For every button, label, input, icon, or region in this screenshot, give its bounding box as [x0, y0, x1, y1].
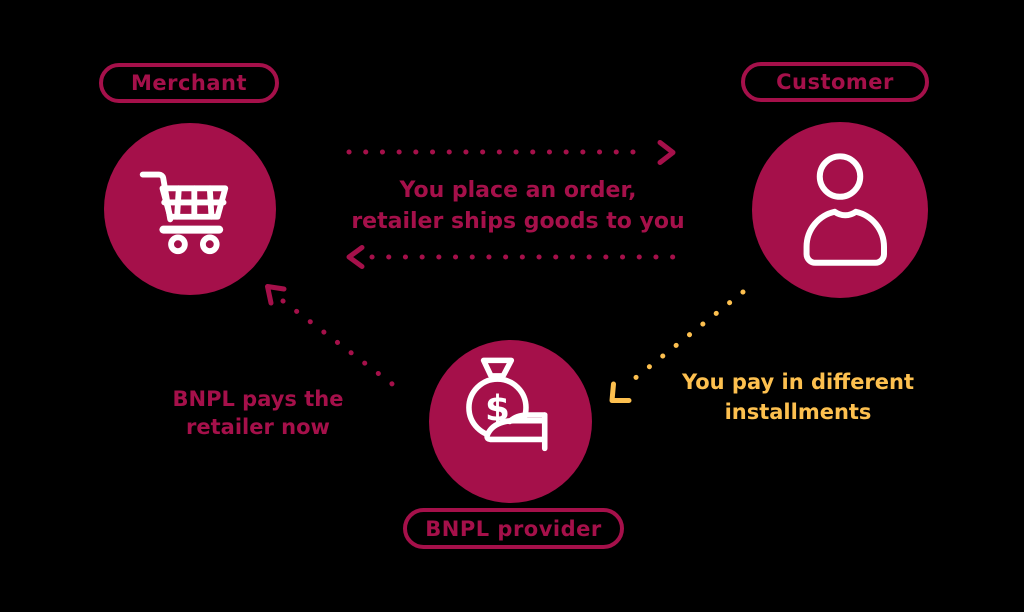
dollar-sign: $ — [485, 389, 510, 430]
bnpl-pays-flow-label: BNPL pays the retailer now — [172, 387, 344, 439]
cart-basket — [159, 185, 229, 220]
customer-label: Customer — [776, 70, 894, 94]
arrow-right-icon — [657, 140, 676, 165]
arrow-up-left-icon — [265, 284, 287, 306]
merchant-label-pill: Merchant — [99, 63, 279, 103]
money-bag-hand-icon: $ — [466, 357, 548, 452]
bnpl-provider-node: $ — [429, 340, 592, 503]
merchant-node — [104, 123, 276, 295]
order-flow-label: You place an order, retailer ships goods… — [351, 178, 685, 234]
customer-node — [752, 122, 928, 298]
cart-wheel — [199, 234, 220, 255]
installments-dotted-line — [626, 289, 746, 386]
arrow-left-icon — [346, 245, 365, 269]
merchant-label: Merchant — [130, 71, 248, 95]
arrow-down-left-icon — [609, 381, 632, 403]
hand-thumb — [506, 412, 548, 425]
person-icon — [803, 153, 887, 266]
cart-handle — [139, 171, 174, 223]
bnpl-pays-dotted-line — [280, 298, 407, 396]
person-head — [816, 153, 864, 200]
person-body — [803, 208, 887, 266]
bnpl-provider-label: BNPL provider — [425, 516, 602, 541]
bnpl-provider-label-pill: BNPL provider — [403, 508, 624, 549]
cart-wheel — [168, 234, 188, 255]
shopping-cart-icon — [139, 171, 229, 255]
installments-flow-label: You pay in different installments — [681, 370, 915, 424]
customer-label-pill: Customer — [741, 62, 929, 102]
money-bag-tie — [480, 357, 515, 379]
